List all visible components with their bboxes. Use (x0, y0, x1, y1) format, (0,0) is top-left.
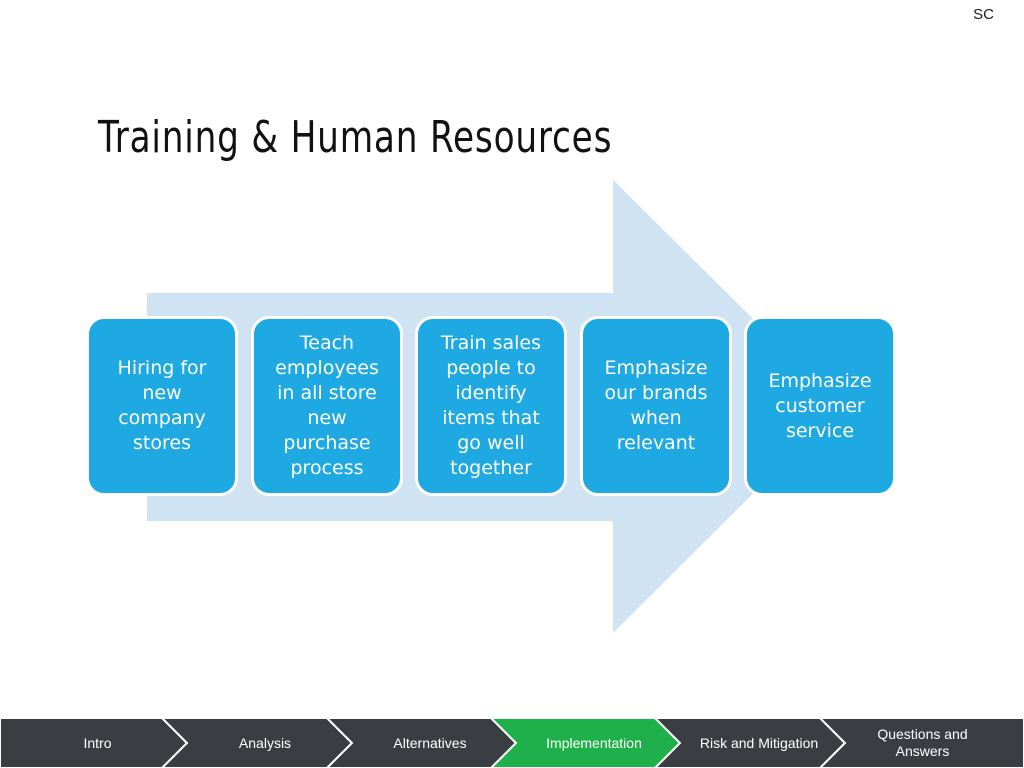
step-emphasize-service: Emphasize customer service (744, 316, 896, 496)
nav-segment-risk[interactable] (653, 718, 847, 768)
step-hiring: Hiring for new company stores (86, 316, 238, 496)
step-teach-employees: Teach employees in all store new purchas… (251, 316, 403, 496)
step-label: Hiring for new company stores (117, 357, 207, 454)
nav-segment-questions[interactable] (818, 718, 1024, 768)
step-label: Train sales people to identify items tha… (440, 332, 542, 479)
step-train-sales: Train sales people to identify items tha… (415, 316, 567, 496)
nav-label-risk[interactable]: Risk and Mitigation (699, 734, 819, 751)
nav-segment-implementation[interactable] (489, 718, 682, 768)
nav-segment-alternatives[interactable] (325, 718, 518, 768)
nav-label-alternatives[interactable]: Alternatives (393, 734, 467, 751)
nav-label-intro[interactable]: Intro (83, 734, 112, 751)
nav-label-implementation[interactable]: Implementation (546, 734, 642, 751)
slide-title: Training & Human Resources (98, 112, 613, 163)
step-label: Emphasize customer service (768, 369, 872, 442)
slide-initials: SC (973, 6, 994, 23)
nav-label-analysis[interactable]: Analysis (238, 734, 292, 751)
step-label: Emphasize our brands when relevant (604, 357, 708, 454)
step-emphasize-brands: Emphasize our brands when relevant (580, 316, 732, 496)
nav-segment-analysis[interactable] (160, 718, 354, 768)
nav-label-questions[interactable]: Questions and Answers (877, 726, 968, 759)
step-label: Teach employees in all store new purchas… (275, 332, 379, 479)
section-nav-bar (0, 718, 1024, 768)
